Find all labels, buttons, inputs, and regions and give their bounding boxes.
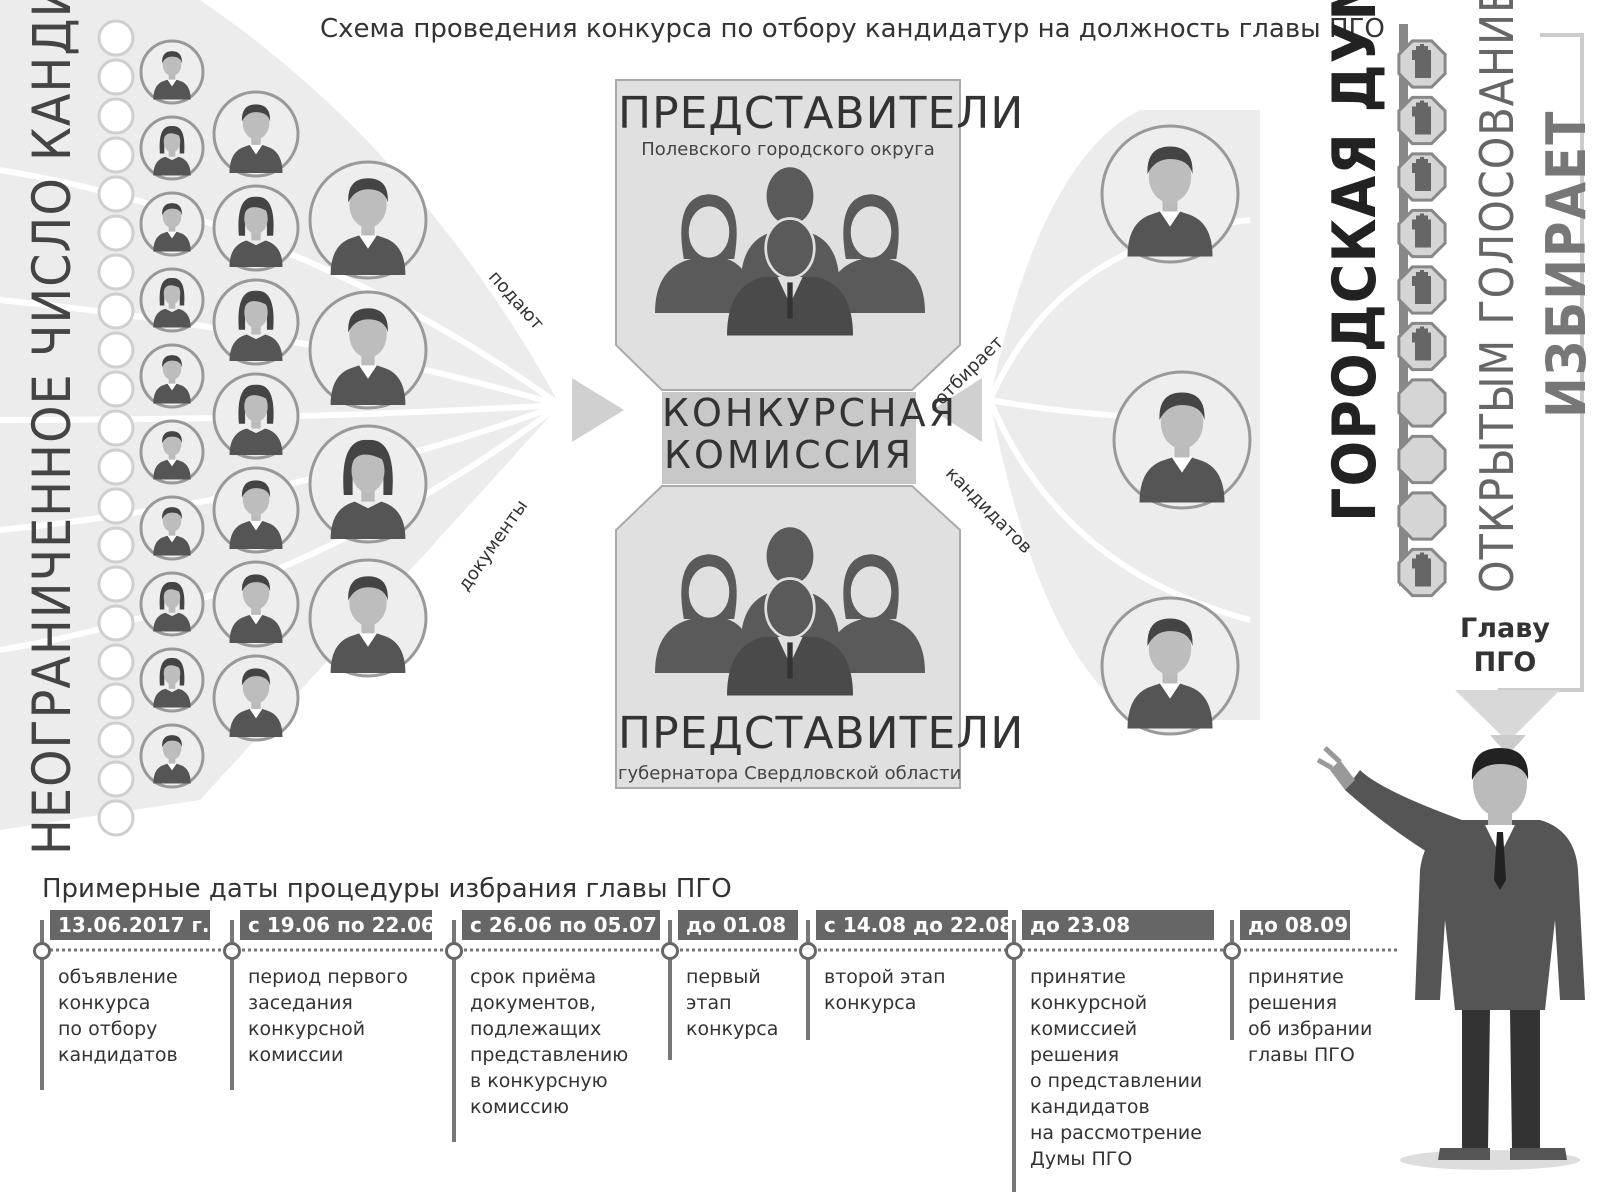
candidate-avatars-medium <box>212 90 300 742</box>
bottom-box-title: ПРЕДСТАВИТЕЛИ <box>618 708 1025 759</box>
timeline-date-badge: до 01.08 <box>678 910 798 940</box>
timeline-bar <box>452 920 456 1142</box>
page-title: Схема проведения конкурса по отбору канд… <box>320 14 1385 44</box>
timeline-dot <box>1223 942 1241 960</box>
raised-hand-icon <box>1412 326 1431 361</box>
raised-hand-icon <box>1412 44 1431 78</box>
vote-octagons <box>1397 39 1447 598</box>
commission-line-2: КОМИССИЯ <box>664 433 914 477</box>
vote-octagon <box>1397 434 1447 485</box>
timeline-description: второй этап конкурса <box>824 966 946 1014</box>
candidate-slots <box>97 19 135 837</box>
commission-label: КОНКУРСНАЯ КОМИССИЯ <box>662 391 959 484</box>
raised-hand-icon <box>1412 157 1431 191</box>
timeline-date-badge: с 14.08 до 22.08 <box>816 910 1008 940</box>
timeline-description: первый этап конкурса <box>686 966 779 1040</box>
selected-candidates <box>1100 124 1252 736</box>
timeline-description: срок приёма документов, подлежащих предс… <box>470 966 629 1118</box>
head-of-pgo-label: Главу ПГО <box>1460 612 1550 680</box>
head-label-line-2: ПГО <box>1473 647 1537 678</box>
timeline-bar <box>40 920 44 1090</box>
timeline-description: период первого заседания конкурсной коми… <box>248 966 408 1066</box>
vote-octagon <box>1397 491 1447 541</box>
timeline-dot <box>1005 942 1023 960</box>
vote-octagon <box>1397 378 1447 428</box>
timeline-dot <box>661 942 679 960</box>
timeline-bar <box>668 920 672 1060</box>
voting-method: ОТКРЫТЫМ ГОЛОСОВАНИЕМ <box>1470 0 1524 593</box>
elects-label: ИЗБИРАЕТ <box>1535 109 1598 418</box>
head-label-line-1: Главу <box>1460 613 1550 644</box>
top-box-subtitle: Полевского городского округа <box>641 139 935 160</box>
timeline-date-badge: до 23.08 <box>1022 910 1214 940</box>
candidate-avatars-small <box>139 39 205 789</box>
timeline-bar <box>1230 920 1234 1040</box>
timeline-dot <box>445 942 463 960</box>
timeline-bar <box>806 920 810 1040</box>
timeline-description: принятие конкурсной комиссией решения о … <box>1030 966 1203 1170</box>
head-of-pgo-figure <box>1316 746 1585 1170</box>
timeline-date-badge: с 26.06 по 05.07 <box>462 910 660 940</box>
timeline-dot <box>799 942 817 960</box>
commission-top-box <box>615 79 961 391</box>
commission-line-1: КОНКУРСНАЯ <box>662 391 959 435</box>
candidate-avatars-large <box>308 160 428 678</box>
timeline-bar <box>230 920 234 1090</box>
timeline-date-badge: 13.06.2017 г. <box>50 910 210 940</box>
raised-hand-icon <box>1412 552 1431 587</box>
timeline-description: принятие решения об избрании главы ПГО <box>1248 966 1373 1066</box>
timeline-dot <box>33 942 51 960</box>
timeline-heading: Примерные даты процедуры избрания главы … <box>42 874 732 904</box>
raised-hand-icon <box>1412 213 1431 248</box>
left-stream <box>0 0 624 830</box>
top-box-title: ПРЕДСТАВИТЕЛИ <box>618 88 1025 139</box>
commission-bottom-box <box>615 485 961 789</box>
raised-hand-icon <box>1412 270 1431 304</box>
timeline-description: объявление конкурса по отбору кандидатов <box>58 966 178 1066</box>
unlimited-candidates-label: НЕОГРАНИЧЕННОЕ ЧИСЛО КАНДИДАТОВ <box>22 0 83 855</box>
bottom-box-subtitle: губернатора Свердловской области <box>618 763 962 784</box>
raised-hand-icon <box>1412 100 1431 135</box>
timeline-bar <box>1012 920 1016 1192</box>
timeline-dot <box>223 942 241 960</box>
duma-title: ГОРОДСКАЯ ДУМА <box>1320 0 1390 522</box>
timeline-date-badge: с 19.06 по 22.06 <box>240 910 432 940</box>
timeline-date-badge: до 08.09 <box>1240 910 1350 940</box>
